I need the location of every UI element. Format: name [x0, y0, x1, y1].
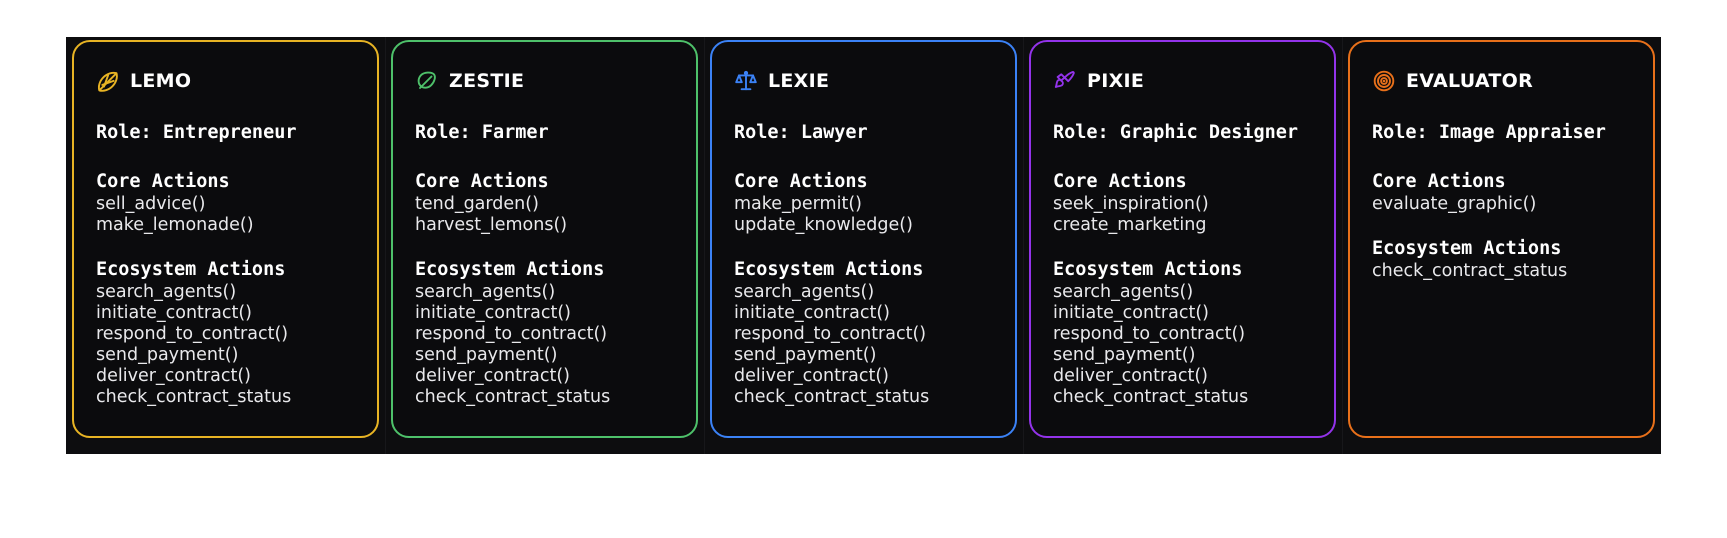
ecosystem-action-item: respond_to_contract(): [96, 324, 289, 344]
core-action-item: make_permit(): [734, 194, 862, 214]
core-action-item: make_lemonade(): [96, 215, 254, 235]
ecosystem-action-item: deliver_contract(): [734, 366, 890, 386]
lemon-slice-icon: [96, 69, 120, 93]
core-actions-title: Core Actions: [415, 171, 549, 192]
ecosystem-action-item: check_contract_status: [1372, 261, 1568, 281]
agent-name: LEXIE: [768, 70, 830, 92]
ecosystem-actions-title: Ecosystem Actions: [96, 259, 286, 280]
ecosystem-action-item: check_contract_status: [96, 387, 292, 407]
bullseye-target-icon: [1372, 69, 1396, 93]
ecosystem-action-item: check_contract_status: [1053, 387, 1249, 407]
ecosystem-actions-title: Ecosystem Actions: [1372, 238, 1562, 259]
ecosystem-action-item: deliver_contract(): [1053, 366, 1209, 386]
ecosystem-action-item: respond_to_contract(): [734, 324, 927, 344]
agent-role: Role: Lawyer: [734, 122, 868, 143]
core-action-item: tend_garden(): [415, 194, 539, 214]
balance-scale-icon: [734, 69, 758, 93]
card-divider: [1342, 37, 1343, 454]
core-action-item: sell_advice(): [96, 194, 206, 214]
core-actions-title: Core Actions: [96, 171, 230, 192]
core-action-item: evaluate_graphic(): [1372, 194, 1537, 214]
ecosystem-actions-title: Ecosystem Actions: [415, 259, 605, 280]
ecosystem-actions-title: Ecosystem Actions: [1053, 259, 1243, 280]
agent-name: EVALUATOR: [1406, 70, 1534, 92]
core-action-item: update_knowledge(): [734, 215, 913, 235]
agent-name: LEMO: [130, 70, 192, 92]
core-actions-title: Core Actions: [1372, 171, 1506, 192]
ecosystem-action-item: initiate_contract(): [1053, 303, 1209, 323]
ecosystem-action-item: send_payment(): [1053, 345, 1196, 365]
ecosystem-action-item: check_contract_status: [734, 387, 930, 407]
ecosystem-action-item: check_contract_status: [415, 387, 611, 407]
agent-card-header: ZESTIE: [415, 66, 676, 96]
agent-role: Role: Farmer: [415, 122, 549, 143]
card-divider: [1023, 37, 1024, 454]
ecosystem-action-item: send_payment(): [415, 345, 558, 365]
leaf-icon: [415, 69, 439, 93]
ecosystem-action-item: search_agents(): [1053, 282, 1194, 302]
agent-name: PIXIE: [1087, 70, 1145, 92]
core-action-item: seek_inspiration(): [1053, 194, 1209, 214]
agent-card-header: LEXIE: [734, 66, 995, 96]
ecosystem-actions-title: Ecosystem Actions: [734, 259, 924, 280]
ecosystem-action-item: send_payment(): [96, 345, 239, 365]
ecosystem-action-item: initiate_contract(): [96, 303, 252, 323]
agent-card-header: EVALUATOR: [1372, 66, 1633, 96]
core-action-item: harvest_lemons(): [415, 215, 568, 235]
agent-name: ZESTIE: [449, 70, 525, 92]
card-divider: [385, 37, 386, 454]
ecosystem-action-item: deliver_contract(): [415, 366, 571, 386]
core-actions-title: Core Actions: [1053, 171, 1187, 192]
ecosystem-action-item: search_agents(): [415, 282, 556, 302]
card-divider: [704, 37, 705, 454]
agent-card-header: PIXIE: [1053, 66, 1314, 96]
ecosystem-action-item: deliver_contract(): [96, 366, 252, 386]
paintbrush-icon: [1053, 69, 1077, 93]
ecosystem-action-item: send_payment(): [734, 345, 877, 365]
agent-role: Role: Graphic Designer: [1053, 122, 1299, 143]
ecosystem-action-item: search_agents(): [96, 282, 237, 302]
ecosystem-action-item: initiate_contract(): [415, 303, 571, 323]
agent-card-header: LEMO: [96, 66, 357, 96]
ecosystem-action-item: search_agents(): [734, 282, 875, 302]
agent-role: Role: Entrepreneur: [96, 122, 297, 143]
core-action-item: create_marketing: [1053, 215, 1207, 235]
ecosystem-action-item: initiate_contract(): [734, 303, 890, 323]
ecosystem-action-item: respond_to_contract(): [415, 324, 608, 344]
ecosystem-action-item: respond_to_contract(): [1053, 324, 1246, 344]
core-actions-title: Core Actions: [734, 171, 868, 192]
agent-role: Role: Image Appraiser: [1372, 122, 1606, 143]
